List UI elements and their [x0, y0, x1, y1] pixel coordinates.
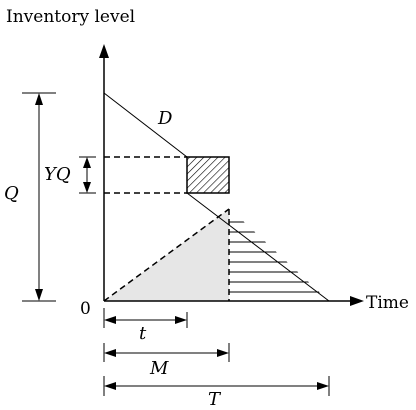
origin-label: 0: [80, 299, 91, 319]
hatched-triangle: [229, 221, 329, 293]
q-dimension: [22, 92, 56, 302]
demand-label: D: [157, 108, 173, 129]
yq-label: YQ: [44, 164, 71, 185]
t-arrow-right: [175, 316, 187, 324]
t-arrow-left: [104, 316, 116, 324]
m-label: M: [149, 358, 169, 379]
q-arrow-bottom: [35, 289, 43, 301]
credit-triangle: [104, 209, 229, 301]
T-arrow-left: [104, 382, 116, 390]
yq-arrow-top: [83, 157, 91, 168]
t-label: t: [139, 323, 147, 344]
dashed-guides: [103, 156, 230, 302]
q-arrow-top: [35, 93, 43, 105]
demand-line-lower: [186, 192, 330, 302]
demand-line-upper: [103, 92, 188, 158]
y-axis-arrow: [99, 44, 109, 58]
T-arrow-right: [317, 382, 329, 390]
m-dimension: [103, 343, 230, 362]
x-axis-arrow: [350, 296, 364, 306]
yq-dimension: [79, 156, 96, 194]
hatched-square: [186, 156, 230, 194]
m-arrow-left: [104, 349, 116, 357]
q-label: Q: [4, 183, 19, 204]
m-arrow-right: [217, 349, 229, 357]
x-axis-label: Time: [366, 293, 409, 313]
y-axis-label: Inventory level: [6, 7, 135, 27]
yq-arrow-bottom: [83, 182, 91, 193]
T-label: T: [208, 389, 222, 410]
